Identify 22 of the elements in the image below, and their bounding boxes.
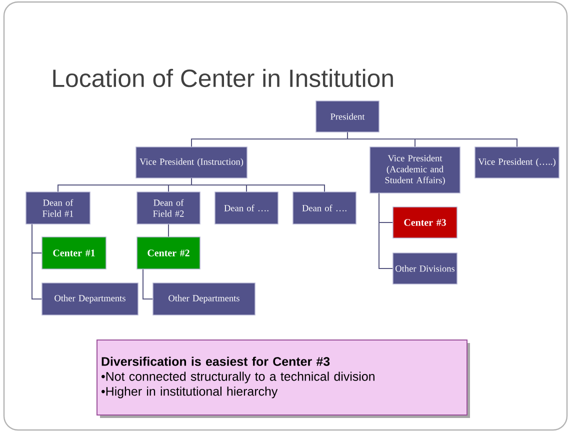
org-chart-box: President — [316, 100, 380, 132]
org-chart-box: Other Departments — [152, 282, 256, 316]
callout-box: Diversification is easiest for Center #3 •Not connected structurally to a technical division •Higher in institutional hierarchy — [96, 340, 468, 416]
slide-title: Location of Center in Institution — [53, 68, 393, 88]
connector-line — [168, 224, 169, 238]
org-chart-box: Dean of …. — [214, 192, 278, 224]
org-chart-box: Dean of Field #2 — [136, 192, 200, 224]
org-chart-box: Vice President (…..) — [474, 146, 560, 178]
connector-line — [191, 178, 325, 192]
org-chart-box: Other Divisions — [392, 252, 458, 284]
center-box: Center #3 — [392, 206, 458, 238]
center-box: Center #1 — [42, 236, 106, 270]
org-chart-box: Vice President (Instruction) — [136, 146, 248, 178]
center-box: Center #2 — [136, 236, 200, 270]
connector-line — [32, 224, 42, 300]
org-chart-box: Other Departments — [42, 282, 138, 316]
connector-line — [378, 192, 394, 269]
connector-line — [347, 132, 518, 148]
org-chart-box: Dean of …. — [292, 192, 356, 224]
org-chart-box: Vice President (Academic and Student Affairs) — [370, 146, 460, 194]
org-chart-box: Dean of Field #1 — [26, 192, 90, 224]
connector-line — [142, 268, 154, 300]
